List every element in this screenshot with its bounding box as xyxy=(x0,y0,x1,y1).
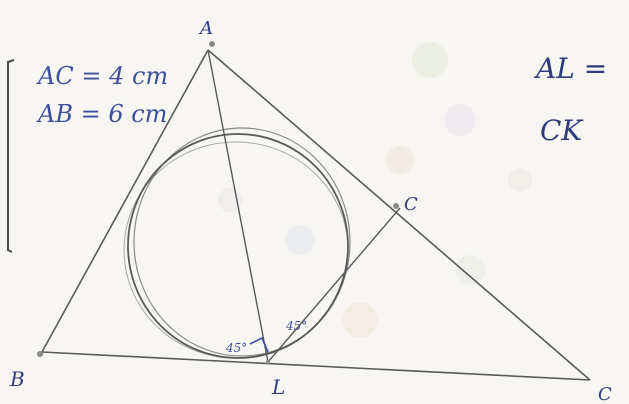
angle-label-right: 45° xyxy=(285,319,307,333)
triangle-abc xyxy=(41,49,591,381)
point-k-dot xyxy=(393,203,399,209)
note-ac-length: AC = 4 cm xyxy=(36,62,168,90)
vertex-label-a: A xyxy=(198,18,213,39)
vertex-label-l: L xyxy=(271,375,285,399)
side-ac xyxy=(207,49,591,381)
left-bracket-mark xyxy=(7,59,15,253)
vertex-label-b: B xyxy=(9,367,25,391)
right-text-line1: AL = xyxy=(533,52,607,85)
vertex-label-k: C xyxy=(404,194,418,215)
note-ab-length: AB = 6 cm xyxy=(36,100,167,128)
point-a-dot xyxy=(209,41,215,47)
background-smudges xyxy=(218,42,532,338)
segment-al xyxy=(207,49,269,363)
inscribed-circle xyxy=(123,127,351,359)
side-bc xyxy=(41,351,591,381)
right-angle-marker xyxy=(249,336,269,353)
side-ab xyxy=(41,49,209,353)
vertex-label-c: C xyxy=(598,384,612,404)
right-text-line2: CK xyxy=(540,114,584,147)
angle-label-left: 45° xyxy=(225,341,247,355)
point-l-dot xyxy=(266,360,270,364)
segment-lk xyxy=(267,207,401,363)
point-b-dot xyxy=(37,351,43,357)
